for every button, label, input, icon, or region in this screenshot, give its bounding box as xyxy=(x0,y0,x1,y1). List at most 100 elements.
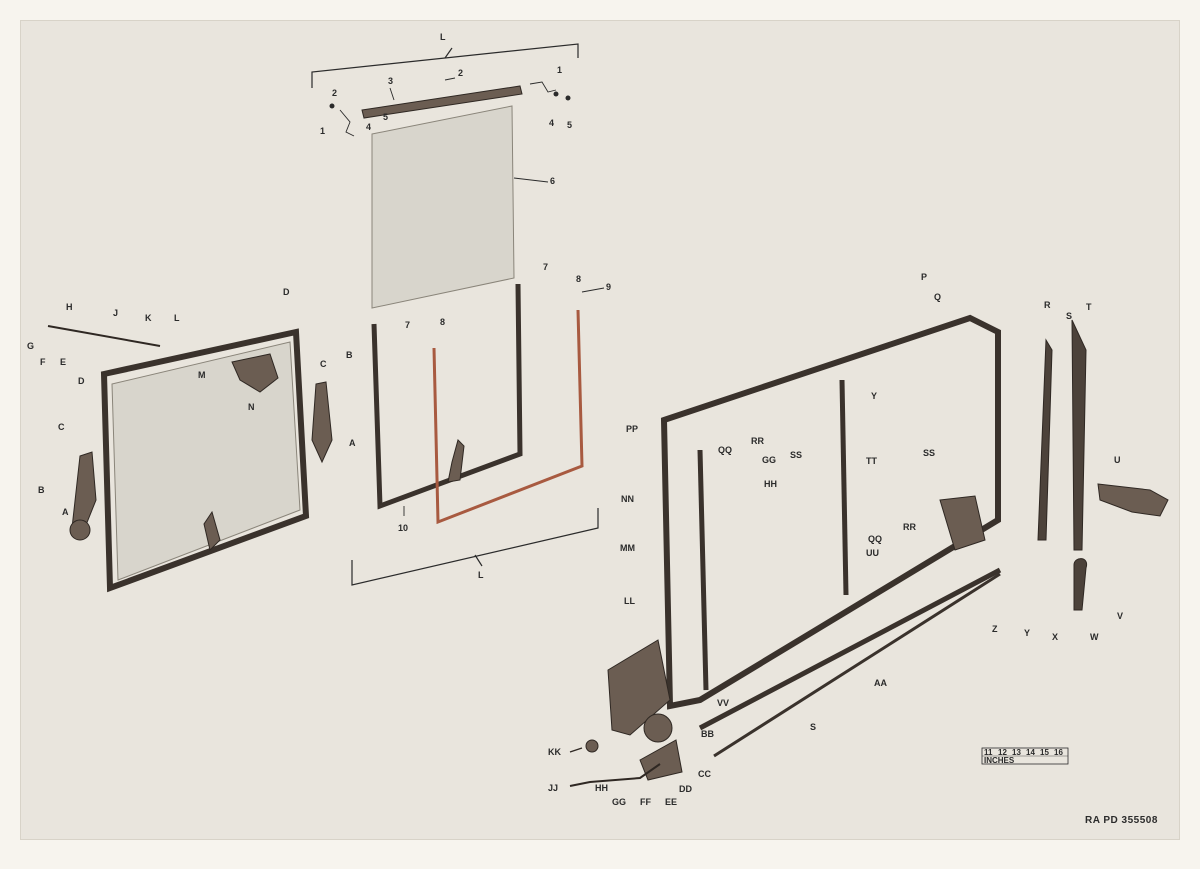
windshield-hook xyxy=(1073,558,1088,611)
callout-HH-upper: HH xyxy=(764,479,777,489)
bottom-bracket xyxy=(351,508,599,586)
windshield-bracket-U xyxy=(1097,483,1169,517)
scale-unit: INCHES xyxy=(984,756,1015,765)
callout-C-left: C xyxy=(58,422,65,432)
callout-B-right: B xyxy=(346,350,353,360)
callout-5-left: 5 xyxy=(383,112,388,122)
callout-Q: Q xyxy=(934,292,941,302)
callout-AA: AA xyxy=(874,678,887,688)
callout-1-right: 1 xyxy=(557,65,562,75)
callout-DD: DD xyxy=(679,784,692,794)
callout-4-left: 4 xyxy=(366,122,371,132)
callout-K: K xyxy=(145,313,152,323)
callout-Y-upper: Y xyxy=(871,391,877,401)
top-bracket xyxy=(311,43,579,88)
callout-P: P xyxy=(921,272,927,282)
callout-TT: TT xyxy=(866,456,877,466)
scale-tick-14: 14 xyxy=(1026,748,1035,757)
callout-LL: LL xyxy=(624,596,635,606)
inch-scale xyxy=(981,747,1069,765)
callout-3: 3 xyxy=(388,76,393,86)
callout-CC: CC xyxy=(698,769,711,779)
callout-VV: VV xyxy=(717,698,729,708)
callout-G: G xyxy=(27,341,34,351)
callout-FF: FF xyxy=(640,797,651,807)
callout-2-left: 2 xyxy=(332,88,337,98)
windshield-side-weatherstrip-left xyxy=(1037,338,1053,541)
windshield-outer-channel xyxy=(698,567,1002,758)
callout-SS-right: SS xyxy=(923,448,935,458)
regulator-arm-left xyxy=(69,451,97,541)
callout-BB: BB xyxy=(701,729,714,739)
callout-X: X xyxy=(1052,632,1058,642)
bracket-label-top: L xyxy=(440,32,446,42)
window-glass xyxy=(371,105,515,309)
bracket-label-bottom: L xyxy=(478,570,484,580)
callout-UU: UU xyxy=(866,548,879,558)
callout-SS-left: SS xyxy=(790,450,802,460)
callout-Y-lower: Y xyxy=(1024,628,1030,638)
callout-1-left: 1 xyxy=(320,126,325,136)
callout-E: E xyxy=(60,357,66,367)
callout-U: U xyxy=(1114,455,1121,465)
callout-8-lower: 8 xyxy=(440,317,445,327)
rod-JJ xyxy=(569,763,661,787)
callout-Z: Z xyxy=(992,624,998,634)
glass-weatherstrip xyxy=(432,309,584,525)
callout-MM: MM xyxy=(620,543,635,553)
callout-V: V xyxy=(1117,611,1123,621)
callout-GG-upper: GG xyxy=(762,455,776,465)
callout-S-top: S xyxy=(1066,311,1072,321)
callout-D-top: D xyxy=(283,287,290,297)
callout-QQ-upper: QQ xyxy=(718,445,732,455)
scale-tick-12: 12 xyxy=(998,748,1007,757)
callout-N: N xyxy=(248,402,255,412)
callout-RR-lower: RR xyxy=(903,522,916,532)
windshield-side-weatherstrip-right xyxy=(1071,319,1087,551)
scale-tick-15: 15 xyxy=(1040,748,1049,757)
callout-RR-upper: RR xyxy=(751,436,764,446)
callout-9: 9 xyxy=(606,282,611,292)
callout-R: R xyxy=(1044,300,1051,310)
glass-upper-channel xyxy=(361,85,523,119)
left-sash-rod xyxy=(47,325,161,347)
scale-tick-16: 16 xyxy=(1054,748,1063,757)
callout-M: M xyxy=(198,370,206,380)
scale-tick-11: 11 xyxy=(984,748,993,757)
sash-latch xyxy=(447,439,465,483)
drawing-reference-number: RA PD 355508 xyxy=(1085,815,1158,826)
callout-B-left: B xyxy=(38,485,45,495)
rivet-2-top xyxy=(444,77,456,81)
callout-EE: EE xyxy=(665,797,677,807)
callout-L: L xyxy=(174,313,180,323)
left-sash-regulator-bracket xyxy=(231,353,279,393)
callout-10: 10 xyxy=(398,523,408,533)
upper-channel-clip-right xyxy=(529,81,571,101)
callout-5-right: 5 xyxy=(567,120,572,130)
callout-KK: KK xyxy=(548,747,561,757)
upper-channel-clip-left xyxy=(329,103,355,137)
callout-HH-lower: HH xyxy=(595,783,608,793)
callout-2-right: 2 xyxy=(458,68,463,78)
left-window-sash xyxy=(100,328,310,593)
callout-J: J xyxy=(113,308,118,318)
callout-7-upper: 7 xyxy=(543,262,548,272)
scale-tick-13: 13 xyxy=(1012,748,1021,757)
callout-PP: PP xyxy=(626,424,638,434)
callout-6: 6 xyxy=(550,176,555,186)
callout-A-left: A xyxy=(62,507,69,517)
callout-4-right: 4 xyxy=(549,118,554,128)
callout-F: F xyxy=(40,357,46,367)
callout-QQ-lower: QQ xyxy=(868,534,882,544)
callout-C-right: C xyxy=(320,359,327,369)
glass-sash-frame xyxy=(371,283,523,510)
callout-T: T xyxy=(1086,302,1092,312)
callout-8-upper: 8 xyxy=(576,274,581,284)
callout-7-lower: 7 xyxy=(405,320,410,330)
callout-H: H xyxy=(66,302,73,312)
callout-W: W xyxy=(1090,632,1099,642)
left-sash-handle xyxy=(203,510,221,551)
windshield-hinge xyxy=(639,713,683,781)
bolt-KK xyxy=(569,739,599,753)
